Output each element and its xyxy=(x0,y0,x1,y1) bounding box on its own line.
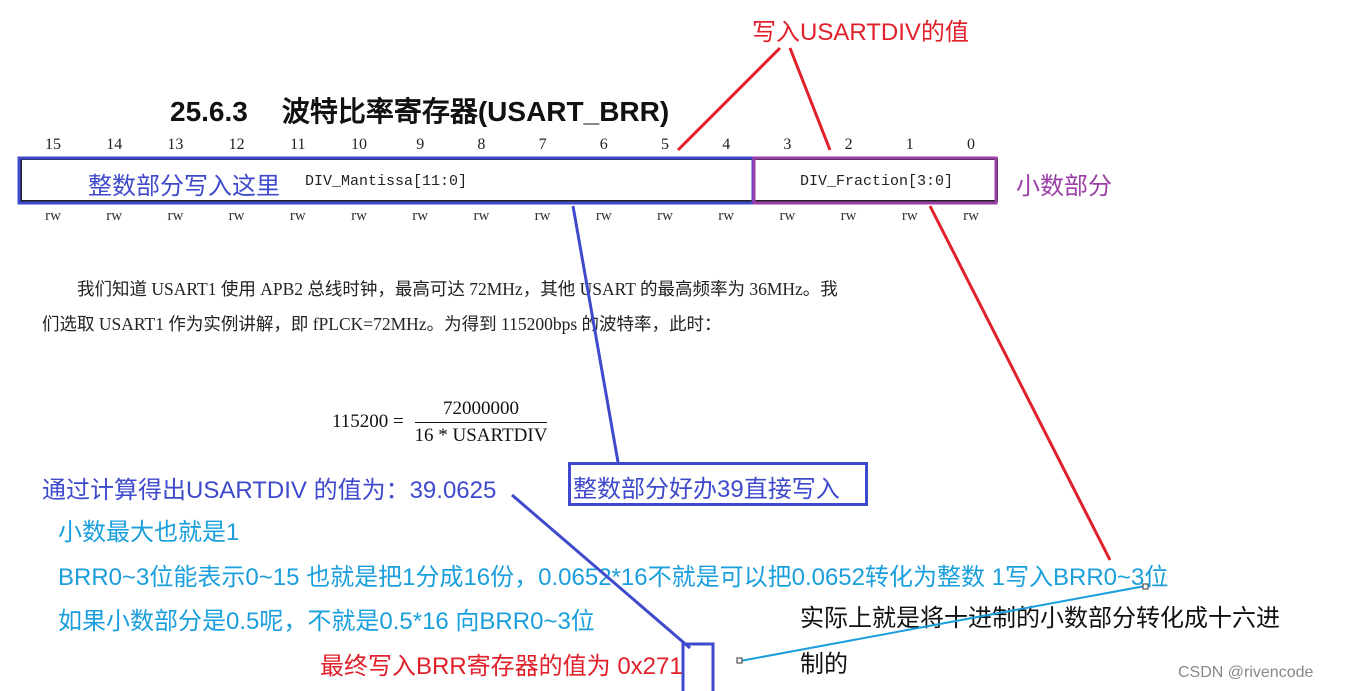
bit-number: 13 xyxy=(167,136,184,153)
annotation-mantissa-here: 整数部分写入这里 xyxy=(88,173,280,200)
annotation-write-usartdiv: 写入USARTDIV的值 xyxy=(752,19,969,46)
baud-formula: 115200 = 72000000 16 * USARTDIV xyxy=(332,398,548,447)
bit-access: rw xyxy=(228,208,245,224)
bit-number: 9 xyxy=(416,136,425,153)
bit-access: rw xyxy=(718,208,735,224)
connector-handle-right xyxy=(1142,583,1149,590)
formula-fraction: 72000000 16 * USARTDIV xyxy=(414,398,548,447)
annotation-final-value: 最终写入BRR寄存器的值为 0x271 xyxy=(320,653,683,680)
bit-number: 7 xyxy=(538,136,547,153)
bit-access: rw xyxy=(412,208,429,224)
bit-number: 4 xyxy=(722,136,731,153)
bit-access: rw xyxy=(106,208,123,224)
bit-number: 5 xyxy=(661,136,669,153)
annotation-half-example: 如果小数部分是0.5呢，不就是0.5*16 向BRR0~3位 xyxy=(58,608,595,635)
section-number: 25.6.3 xyxy=(170,96,248,127)
bit-number: 10 xyxy=(351,136,367,153)
bit-number: 15 xyxy=(45,136,61,153)
bit-number: 6 xyxy=(599,136,608,153)
register-title: 波特比率寄存器(USART_BRR) xyxy=(281,96,670,127)
bit-access: rw xyxy=(901,208,918,224)
body-paragraph: 我们知道 USART1 使用 APB2 总线时钟，最高可达 72MHz，其他 U… xyxy=(42,279,838,334)
bit-access: rw xyxy=(473,208,490,224)
fraction-highlight-box xyxy=(752,156,998,205)
sky-connector-line xyxy=(739,585,1146,662)
final-value-box xyxy=(681,642,715,691)
annotation-hex-note-2: 制的 xyxy=(800,651,848,678)
field-div-mantissa: DIV_Mantissa[11:0] xyxy=(305,173,468,190)
bit-number: 0 xyxy=(967,136,975,153)
bit-access: rw xyxy=(167,208,184,224)
annotation-integer-box: 整数部分好办39直接写入 xyxy=(568,462,868,506)
connector-handle-left xyxy=(736,657,743,664)
annotation-fraction-part: 小数部分 xyxy=(1016,173,1112,200)
bit-number: 1 xyxy=(905,136,914,153)
bit-number: 8 xyxy=(477,136,486,153)
red-fraction-line xyxy=(928,205,1112,561)
section-title: 25.6.3 波特比率寄存器(USART_BRR) xyxy=(170,90,669,130)
blue-value-line xyxy=(511,493,691,650)
bit-number: 14 xyxy=(106,136,123,153)
annotation-hex-note-1: 实际上就是将十进制的小数部分转化成十六进 xyxy=(800,605,1280,632)
bit-access: rw xyxy=(963,208,979,224)
bit-access: rw xyxy=(351,208,367,224)
bit-number: 12 xyxy=(228,136,245,153)
formula-lhs: 115200 = xyxy=(332,410,404,432)
bit-access: rw xyxy=(779,208,796,224)
blue-mantissa-line xyxy=(571,205,620,463)
bit-number: 11 xyxy=(290,136,306,153)
bit-access: rw xyxy=(840,208,857,224)
red-arrow-left xyxy=(676,46,782,152)
watermark: CSDN @rivencode xyxy=(1178,664,1314,681)
mantissa-highlight-box xyxy=(17,156,755,205)
bit-number: 2 xyxy=(844,136,853,153)
bit-access: rw xyxy=(534,208,551,224)
annotation-brr-bits: BRR0~3位能表示0~15 也就是把1分成16份，0.0652*16不就是可以… xyxy=(58,564,1169,591)
bit-access: rw xyxy=(45,208,61,224)
bit-access: rw xyxy=(289,208,306,224)
bit-access: rw xyxy=(595,208,612,224)
red-arrow-right xyxy=(788,47,832,151)
formula-denominator: 16 * USARTDIV xyxy=(414,425,548,446)
formula-numerator: 72000000 xyxy=(414,398,548,423)
bit-number: 3 xyxy=(783,136,792,153)
field-div-fraction: DIV_Fraction[3:0] xyxy=(800,173,954,190)
bit-access: rw xyxy=(657,208,673,224)
annotation-calc-result: 通过计算得出USARTDIV 的值为：39.0625 xyxy=(42,477,497,504)
annotation-fraction-max: 小数最大也就是1 xyxy=(58,519,240,546)
